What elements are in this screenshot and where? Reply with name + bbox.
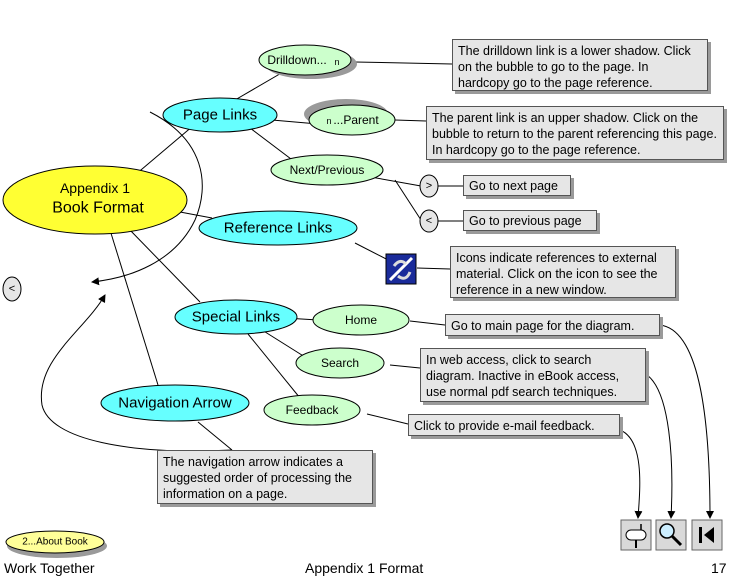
drilldown-suffix: n (334, 57, 339, 67)
footer-left-text: Work Together (4, 560, 95, 576)
home-callout: Go to main page for the diagram. (445, 314, 660, 336)
home-label: Home (345, 313, 377, 327)
navigation-arrows (40, 111, 714, 519)
footer-center-text: Appendix 1 Format (305, 560, 424, 576)
reference-links-label: Reference Links (224, 220, 332, 237)
parent-prefix: n (326, 116, 331, 126)
drilldown-node[interactable]: Drilldown... n (258, 44, 352, 76)
next-previous-label: Next/Previous (290, 163, 365, 177)
feedback-callout: Click to provide e-mail feedback. (408, 414, 620, 436)
search-node[interactable]: Search (295, 347, 385, 379)
home-first-page-icon[interactable] (691, 519, 723, 551)
next-previous-node[interactable]: Next/Previous (270, 154, 384, 186)
external-link-icon[interactable] (385, 253, 417, 285)
special-links-label: Special Links (192, 309, 280, 326)
left-nav-button[interactable]: < (2, 276, 22, 302)
about-book-node[interactable]: 2...About Book (5, 530, 105, 554)
previous-page-button-label: < (426, 215, 432, 227)
drilldown-callout: The drilldown link is a lower shadow. Cl… (452, 39, 708, 91)
next-page-button[interactable]: > (419, 174, 439, 198)
previous-page-callout: Go to previous page (463, 210, 597, 231)
mailbox-icon[interactable] (620, 519, 652, 551)
connector-lines (109, 61, 463, 451)
left-nav-button-label: < (9, 283, 15, 295)
page-number: 17 (711, 560, 727, 576)
reference-links-node[interactable]: Reference Links (198, 210, 358, 246)
navigation-arrow-label: Navigation Arrow (118, 395, 232, 412)
parent-label: ...Parent (333, 113, 379, 127)
parent-node[interactable]: n ...Parent (308, 104, 396, 136)
icons-callout: Icons indicate references to external ma… (450, 246, 676, 298)
search-callout: In web access, click to search diagram. … (420, 348, 646, 402)
central-node-line2: Book Format (52, 200, 144, 217)
navigation-arrow-node[interactable]: Navigation Arrow (100, 384, 250, 422)
search-label: Search (321, 356, 359, 370)
page-links-node[interactable]: Page Links (162, 97, 278, 133)
next-page-callout: Go to next page (463, 175, 571, 196)
feedback-node[interactable]: Feedback (263, 394, 361, 426)
magnifier-icon[interactable] (655, 519, 687, 551)
special-links-node[interactable]: Special Links (174, 299, 298, 335)
navigation-callout: The navigation arrow indicates a suggest… (157, 450, 373, 504)
page-links-label: Page Links (183, 107, 257, 124)
feedback-label: Feedback (286, 403, 340, 417)
home-node[interactable]: Home (312, 304, 410, 336)
previous-page-button[interactable]: < (419, 209, 439, 233)
central-node: Appendix 1 Book Format (2, 165, 188, 235)
next-page-button-label: > (426, 180, 432, 192)
parent-callout: The parent link is an upper shadow. Clic… (426, 106, 724, 160)
about-book-label: 2...About Book (22, 537, 89, 548)
central-node-line1: Appendix 1 (60, 180, 130, 196)
drilldown-label: Drilldown... (267, 53, 326, 67)
